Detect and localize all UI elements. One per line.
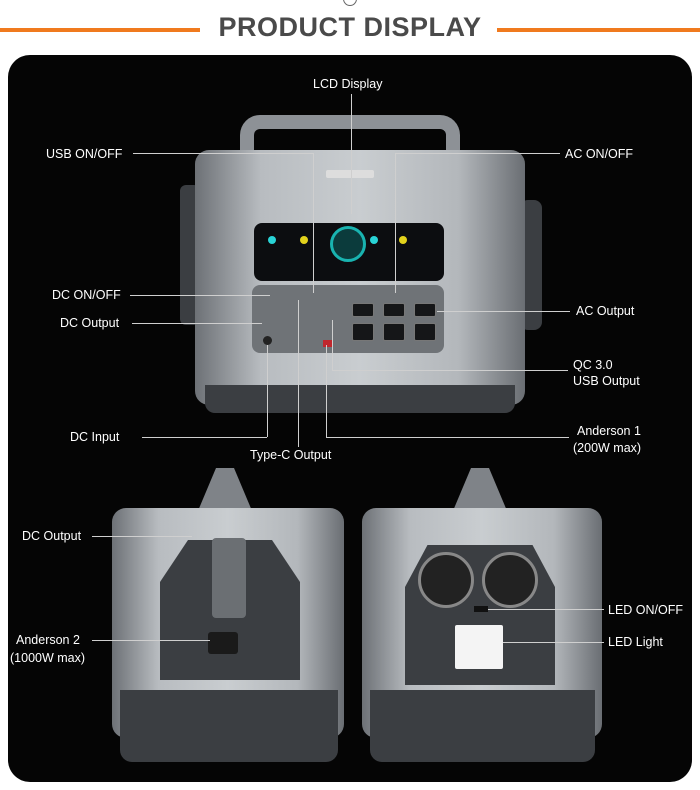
label-ac-output: AC Output	[576, 304, 635, 318]
label-lcd-display: LCD Display	[313, 77, 383, 91]
hanging-ring-icon	[343, 0, 357, 6]
title-rule-left	[0, 28, 200, 32]
label-anderson1-max: (200W max)	[573, 441, 642, 455]
label-dc-output: DC Output	[60, 316, 120, 330]
label-side-dc-output: DC Output	[22, 529, 82, 543]
label-led-onoff: LED ON/OFF	[608, 603, 684, 617]
label-dc-onoff: DC ON/OFF	[52, 288, 121, 302]
label-usb-onoff: USB ON/OFF	[46, 147, 123, 161]
page-title: PRODUCT DISPLAY	[218, 12, 482, 42]
label-usb-output: USB Output	[573, 374, 640, 388]
label-typec-output: Type-C Output	[250, 448, 332, 462]
label-anderson2: Anderson 2	[16, 633, 80, 647]
label-led-light: LED Light	[608, 635, 663, 649]
label-anderson2-max: (1000W max)	[10, 651, 86, 665]
label-dc-input: DC Input	[70, 430, 120, 444]
label-anderson1: Anderson 1	[577, 424, 641, 438]
title-rule-right	[497, 28, 700, 32]
label-qc30: QC 3.0	[573, 358, 613, 372]
label-ac-onoff: AC ON/OFF	[565, 147, 634, 161]
